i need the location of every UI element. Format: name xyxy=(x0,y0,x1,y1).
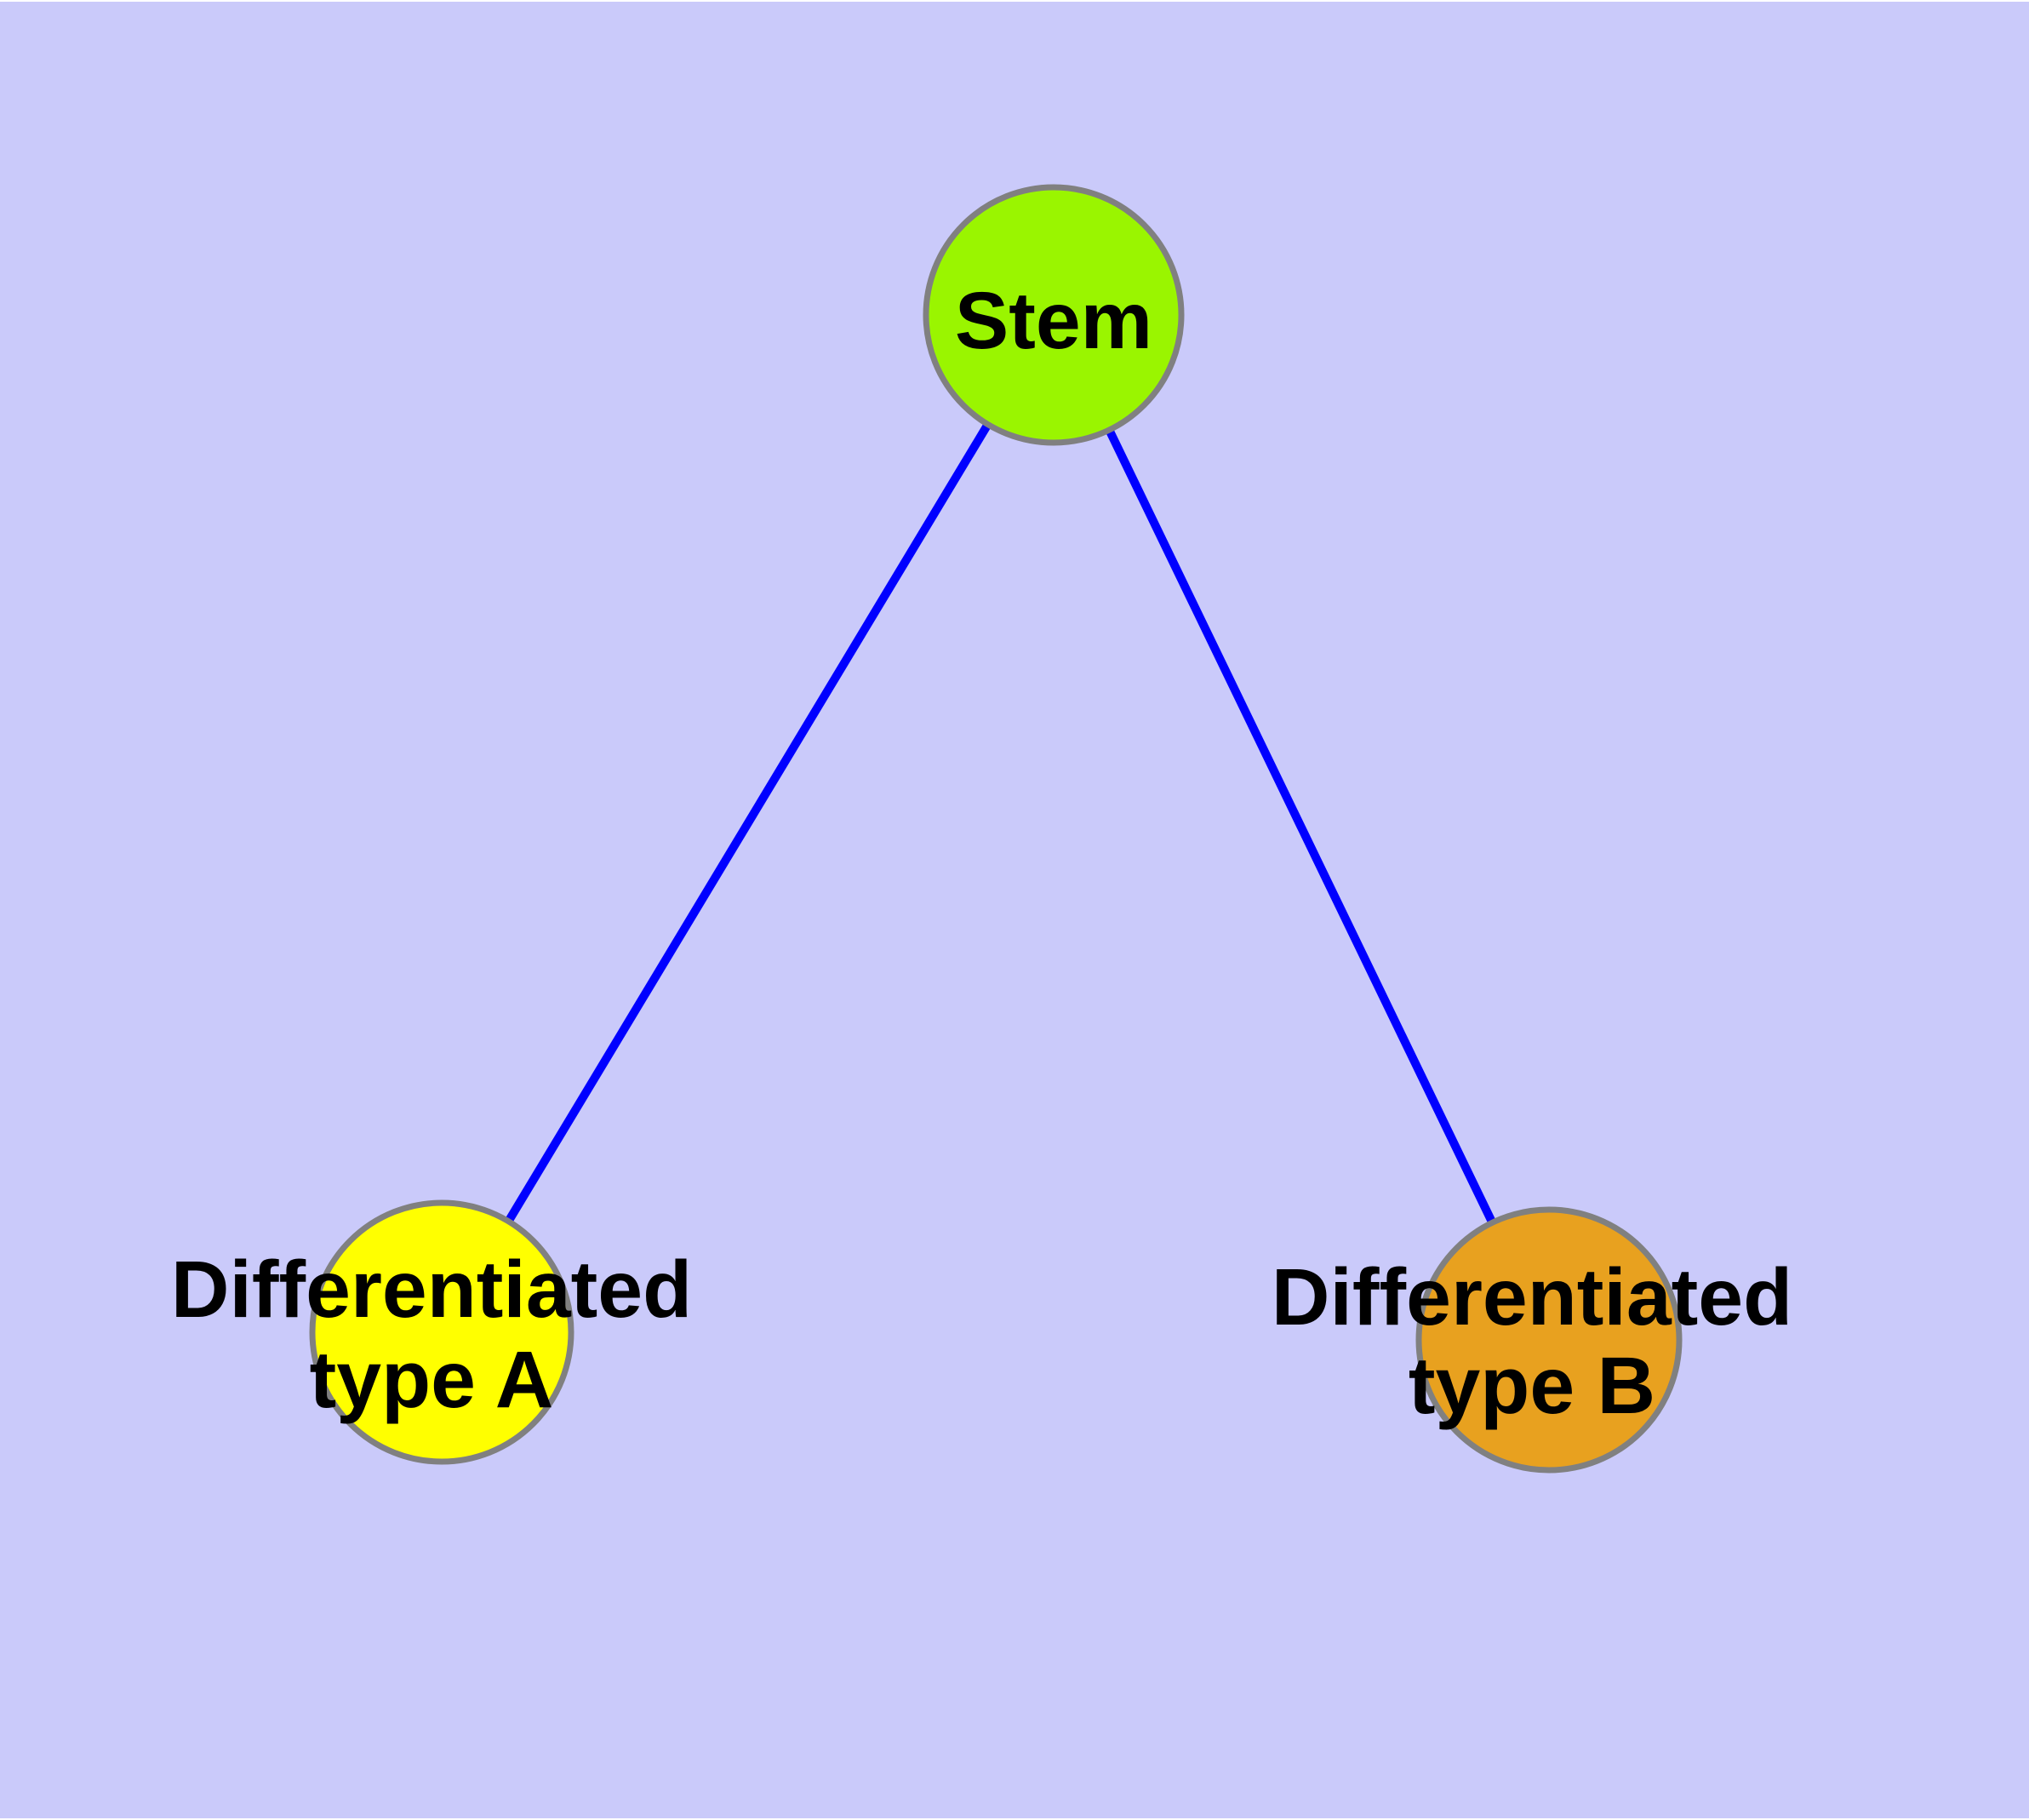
edge-stem-to-type-a xyxy=(437,312,1058,1335)
node-differentiated-type-b-label-line2: type B xyxy=(1409,1341,1655,1431)
node-stem-circle xyxy=(923,184,1185,446)
node-differentiated-type-b: Differentiated type B xyxy=(1272,1206,1792,1474)
edge-stem-to-type-b xyxy=(1049,312,1553,1342)
node-differentiated-type-b-circle xyxy=(1415,1206,1683,1474)
node-stem-label: Stem xyxy=(955,276,1152,366)
node-stem: Stem xyxy=(923,184,1185,446)
node-differentiated-type-b-label-line1: Differentiated xyxy=(1272,1252,1792,1342)
node-differentiated-type-a-label-line2: type A xyxy=(310,1335,554,1425)
node-differentiated-type-a-circle xyxy=(309,1199,574,1465)
node-differentiated-type-a-label-line1: Differentiated xyxy=(171,1245,692,1335)
node-differentiated-type-a: Differentiated type A xyxy=(171,1199,692,1465)
